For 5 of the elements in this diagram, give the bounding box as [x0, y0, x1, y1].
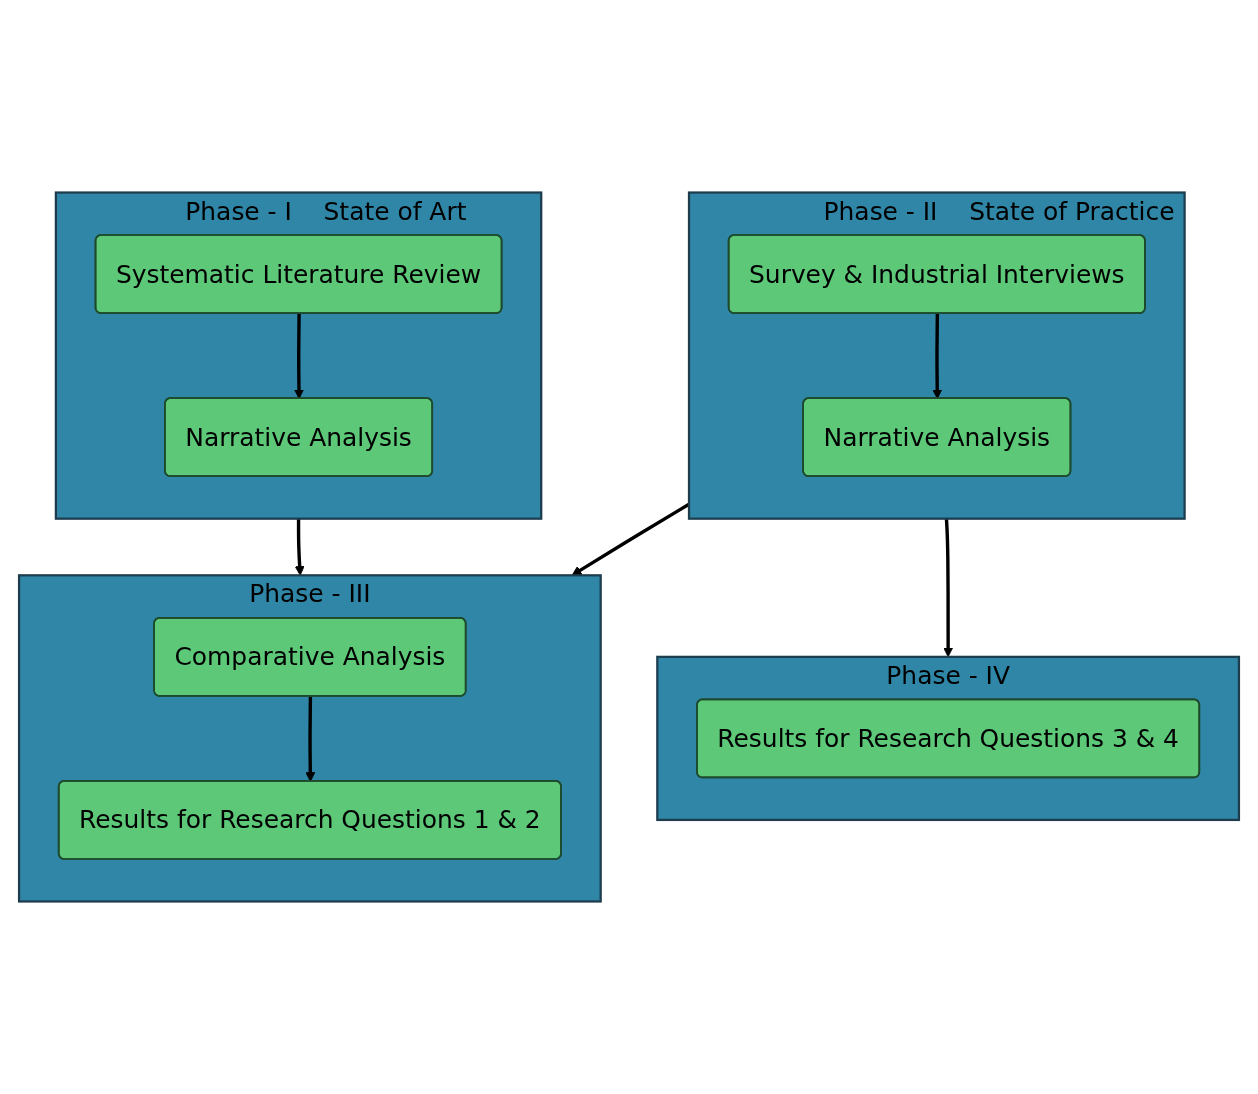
- arrow: [294, 518, 305, 576]
- arrow: [294, 313, 304, 400]
- arrow: [932, 313, 943, 400]
- arrow: [305, 696, 316, 782]
- arrow: [571, 502, 690, 576]
